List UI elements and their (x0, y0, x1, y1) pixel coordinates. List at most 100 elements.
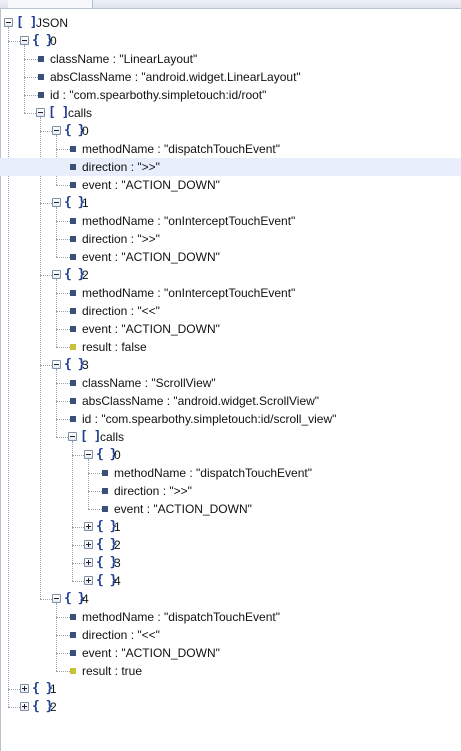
tree-row-property[interactable]: event : "ACTION_DOWN" (0, 176, 461, 194)
node-label: 4 (82, 592, 89, 606)
collapse-icon[interactable] (4, 18, 13, 27)
property-label: result : true (82, 664, 143, 678)
tree-guide-line (56, 221, 70, 222)
tree-row-property[interactable]: event : "ACTION_DOWN" (0, 500, 461, 518)
object-braces-icon: { } (64, 591, 86, 606)
expand-icon[interactable] (20, 702, 29, 711)
tree-guide-line (8, 27, 9, 707)
node-label: 2 (82, 268, 89, 282)
tree-guide-line (56, 185, 70, 186)
expand-icon[interactable] (84, 576, 93, 585)
collapse-icon[interactable] (52, 270, 61, 279)
property-value-icon (70, 326, 76, 332)
tree-row-property[interactable]: methodName : "onInterceptTouchEvent" (0, 284, 461, 302)
property-value-icon (102, 506, 108, 512)
tree-guide-line (56, 293, 70, 294)
tree-row-boolean-property[interactable]: result : false (0, 338, 461, 356)
array-brackets-icon: [ ] (48, 105, 70, 120)
tree-row-array-node[interactable]: [ ]calls (0, 428, 461, 446)
property-value-icon (70, 236, 76, 242)
tree-row-property[interactable]: event : "ACTION_DOWN" (0, 644, 461, 662)
property-label: absClassName : "android.widget.LinearLay… (50, 70, 301, 84)
tree-row-object-node[interactable]: { }2 (0, 698, 461, 716)
tree-row-property[interactable]: absClassName : "android.widget.ScrollVie… (0, 392, 461, 410)
tree-row-object-node[interactable]: { }3 (0, 554, 461, 572)
property-label: id : "com.spearbothy.simpletouch:id/scro… (82, 412, 337, 426)
tree-row-array-node[interactable]: [ ]JSON (0, 14, 461, 32)
tree-row-property[interactable]: direction : "<<" (0, 626, 461, 644)
collapse-icon[interactable] (84, 450, 93, 459)
property-value-icon (70, 254, 76, 260)
property-value-icon (70, 398, 76, 404)
tree-guide-line (56, 617, 70, 618)
tree-row-property[interactable]: event : "ACTION_DOWN" (0, 320, 461, 338)
array-brackets-icon: [ ] (80, 429, 102, 444)
tree-row-property[interactable]: direction : "<<" (0, 302, 461, 320)
tree-row-property[interactable]: methodName : "dispatchTouchEvent" (0, 464, 461, 482)
tree-row-property[interactable]: absClassName : "android.widget.LinearLay… (0, 68, 461, 86)
tree-guide-line (56, 347, 70, 348)
tree-row-object-node[interactable]: { }1 (0, 194, 461, 212)
tree-row-property[interactable]: direction : ">>" (0, 230, 461, 248)
array-brackets-icon: [ ] (16, 15, 38, 30)
tree-guide-line (56, 671, 70, 672)
tree-row-property[interactable]: className : "LinearLayout" (0, 50, 461, 68)
tree-guide-line (8, 41, 20, 42)
node-label: 3 (114, 556, 121, 570)
tree-row-object-node[interactable]: { }0 (0, 32, 461, 50)
tree-row-property[interactable]: direction : ">>" (0, 482, 461, 500)
tree-row-object-node[interactable]: { }1 (0, 518, 461, 536)
node-label: 0 (82, 124, 89, 138)
tree-guide-line (24, 113, 36, 114)
property-label: direction : ">>" (114, 484, 192, 498)
collapse-icon[interactable] (52, 126, 61, 135)
tree-guide-line (56, 653, 70, 654)
tree-row-property[interactable]: direction : ">>" (0, 158, 461, 176)
expand-icon[interactable] (20, 684, 29, 693)
collapse-icon[interactable] (52, 360, 61, 369)
tree-row-property[interactable]: methodName : "onInterceptTouchEvent" (0, 212, 461, 230)
tree-row-property[interactable]: event : "ACTION_DOWN" (0, 248, 461, 266)
tree-guide-line (56, 257, 70, 258)
tree-row-property[interactable]: id : "com.spearbothy.simpletouch:id/root… (0, 86, 461, 104)
tree-row-object-node[interactable]: { }3 (0, 356, 461, 374)
collapse-icon[interactable] (68, 432, 77, 441)
tree-row-property[interactable]: methodName : "dispatchTouchEvent" (0, 140, 461, 158)
tree-row-property[interactable]: className : "ScrollView" (0, 374, 461, 392)
tree-row-object-node[interactable]: { }0 (0, 446, 461, 464)
object-braces-icon: { } (64, 357, 86, 372)
tree-row-property[interactable]: methodName : "dispatchTouchEvent" (0, 608, 461, 626)
tree-row-object-node[interactable]: { }1 (0, 680, 461, 698)
tree-row-property[interactable]: id : "com.spearbothy.simpletouch:id/scro… (0, 410, 461, 428)
tree-guide-line (40, 599, 52, 600)
expand-icon[interactable] (84, 558, 93, 567)
tree-row-object-node[interactable]: { }4 (0, 590, 461, 608)
tree-guide-line (56, 311, 70, 312)
property-label: direction : "<<" (82, 304, 160, 318)
object-braces-icon: { } (96, 537, 118, 552)
tree-row-object-node[interactable]: { }2 (0, 536, 461, 554)
tree-row-array-node[interactable]: [ ]calls (0, 104, 461, 122)
tree-guide-line (8, 689, 20, 690)
tree-guide-line (72, 563, 84, 564)
tree-row-object-node[interactable]: { }2 (0, 266, 461, 284)
collapse-icon[interactable] (52, 594, 61, 603)
tree-row-object-node[interactable]: { }0 (0, 122, 461, 140)
tree-guide-line (72, 455, 84, 456)
collapse-icon[interactable] (36, 108, 45, 117)
expand-icon[interactable] (84, 540, 93, 549)
property-value-icon (38, 92, 44, 98)
collapse-icon[interactable] (52, 198, 61, 207)
expand-icon[interactable] (84, 522, 93, 531)
object-braces-icon: { } (64, 123, 86, 138)
tree-row-boolean-property[interactable]: result : true (0, 662, 461, 680)
property-value-icon (38, 74, 44, 80)
collapse-icon[interactable] (20, 36, 29, 45)
tree-guide-line (8, 707, 20, 708)
tree-guide-line (56, 635, 70, 636)
tab-active[interactable] (8, 0, 93, 8)
property-value-icon (70, 308, 76, 314)
node-label: 2 (50, 700, 57, 714)
tree-row-object-node[interactable]: { }4 (0, 572, 461, 590)
